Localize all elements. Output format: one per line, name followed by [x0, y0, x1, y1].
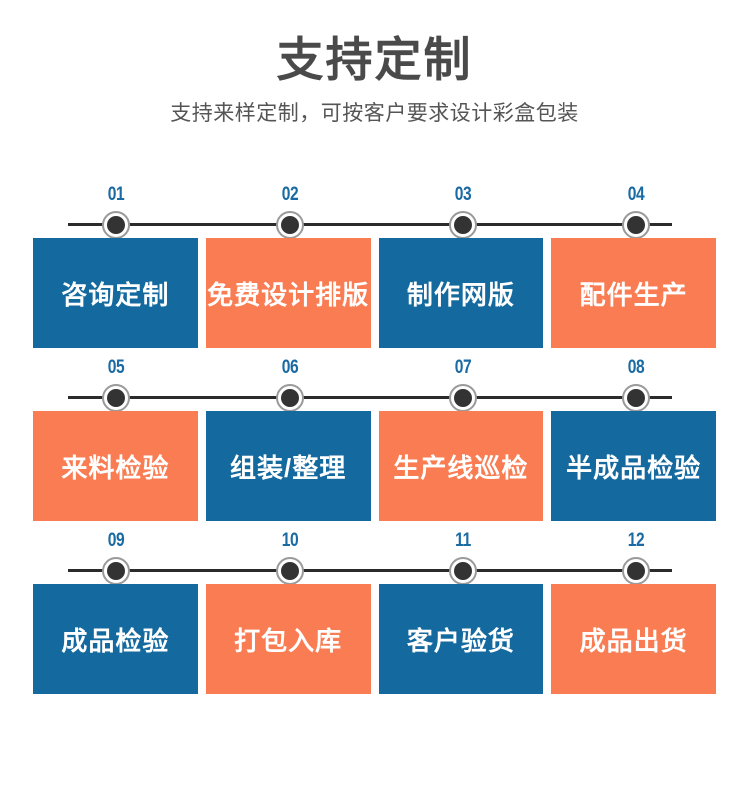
step-box-06[interactable]: 组装/整理 [205, 411, 371, 521]
timeline-dot-icon [449, 557, 477, 585]
timeline-dot-icon [102, 384, 130, 412]
step-box-03[interactable]: 制作网版 [378, 238, 544, 348]
timeline-line-icon [68, 396, 672, 399]
page-title: 支持定制 [276, 33, 473, 86]
step-number: 12 [627, 530, 645, 551]
timeline-node-08: 08 [596, 357, 676, 412]
timeline-dot-icon [449, 384, 477, 412]
flow-row-1: 01 02 03 04 咨询定制 免费设计排版 制 [0, 185, 749, 348]
timeline-node-03: 03 [423, 184, 503, 239]
step-number: 11 [455, 530, 471, 551]
timeline-node-09: 09 [76, 530, 156, 585]
timeline-line-icon [68, 223, 672, 226]
timeline-node-12: 12 [596, 530, 676, 585]
timeline-node-05: 05 [76, 357, 156, 412]
timeline-node-07: 07 [423, 357, 503, 412]
step-box-group-2: 来料检验 组装/整理 生产线巡检 半成品检验 [0, 411, 749, 521]
timeline-node-04: 04 [596, 184, 676, 239]
step-box-08[interactable]: 半成品检验 [551, 411, 716, 521]
timeline-dot-icon [622, 557, 650, 585]
step-number: 07 [454, 357, 472, 378]
timeline-dot-icon [102, 211, 130, 239]
flow-row-3: 09 10 11 12 成品检验 打包入库 客户验 [0, 531, 749, 694]
timeline-dot-icon [102, 557, 130, 585]
step-box-group-1: 咨询定制 免费设计排版 制作网版 配件生产 [0, 238, 749, 348]
step-box-group-3: 成品检验 打包入库 客户验货 成品出货 [0, 584, 749, 694]
timeline-node-01: 01 [76, 184, 156, 239]
step-box-02[interactable]: 免费设计排版 [205, 238, 371, 348]
page-header: 支持定制 支持来样定制，可按客户要求设计彩盒包装 [0, 33, 749, 126]
timeline-node-06: 06 [250, 357, 330, 412]
timeline-2: 05 06 07 08 [0, 357, 749, 412]
step-box-07[interactable]: 生产线巡检 [378, 411, 544, 521]
timeline-dot-icon [276, 211, 304, 239]
timeline-node-10: 10 [250, 530, 330, 585]
step-box-11[interactable]: 客户验货 [378, 584, 544, 694]
timeline-dot-icon [449, 211, 477, 239]
step-box-01[interactable]: 咨询定制 [33, 238, 198, 348]
step-box-05[interactable]: 来料检验 [33, 411, 198, 521]
process-flow: 01 02 03 04 咨询定制 免费设计排版 制 [0, 185, 749, 704]
step-number: 01 [107, 184, 125, 205]
timeline-dot-icon [622, 384, 650, 412]
timeline-line-icon [68, 569, 672, 572]
flow-row-2: 05 06 07 08 来料检验 组装/整理 生产 [0, 358, 749, 521]
step-box-04[interactable]: 配件生产 [551, 238, 716, 348]
step-box-10[interactable]: 打包入库 [205, 584, 371, 694]
timeline-dot-icon [276, 557, 304, 585]
timeline-node-02: 02 [250, 184, 330, 239]
step-number: 10 [281, 530, 299, 551]
step-box-09[interactable]: 成品检验 [33, 584, 198, 694]
timeline-3: 09 10 11 12 [0, 530, 749, 585]
step-number: 05 [107, 357, 125, 378]
step-box-12[interactable]: 成品出货 [551, 584, 716, 694]
timeline-node-11: 11 [423, 530, 503, 585]
step-number: 08 [627, 357, 645, 378]
timeline-dot-icon [276, 384, 304, 412]
step-number: 02 [281, 184, 299, 205]
step-number: 04 [627, 184, 645, 205]
step-number: 06 [281, 357, 299, 378]
timeline-1: 01 02 03 04 [0, 184, 749, 239]
timeline-dot-icon [622, 211, 650, 239]
step-number: 03 [454, 184, 472, 205]
page-subtitle: 支持来样定制，可按客户要求设计彩盒包装 [170, 101, 579, 125]
step-number: 09 [107, 530, 125, 551]
